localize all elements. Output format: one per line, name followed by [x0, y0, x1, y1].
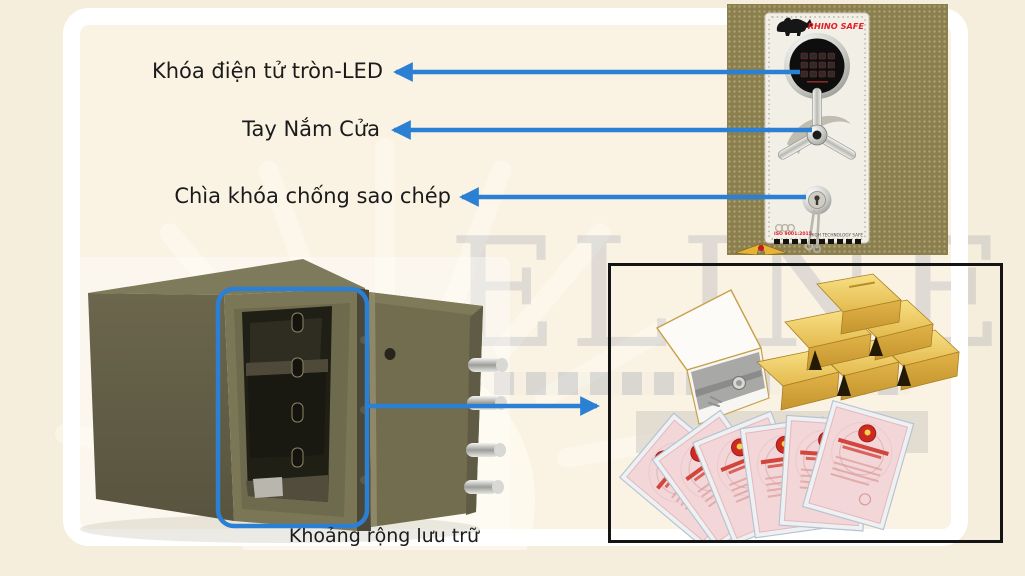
- safe-door: [369, 292, 508, 527]
- handle-icon: [777, 87, 857, 160]
- open-safe-photo: [74, 257, 510, 543]
- wings-emblem-icon: [734, 243, 788, 256]
- safe-body: [88, 259, 371, 531]
- brand-text: RHINO SAFE: [808, 21, 865, 31]
- keys: [807, 209, 821, 249]
- label-electronic-lock: Khóa điện tử tròn-LED: [151, 59, 383, 83]
- gold-bars-icon: [756, 273, 960, 411]
- label-door-handle: Tay Nắm Cửa: [242, 117, 380, 141]
- keypad-icon: [784, 33, 850, 99]
- rhino-icon: [776, 17, 813, 36]
- chain-links: [774, 223, 796, 233]
- caption-storage-space: Khoảng rộng lưu trữ: [288, 525, 480, 547]
- iso-text: ISO 9001:2015: [774, 231, 812, 237]
- lock-panel-photo: RHINO SAFE: [727, 4, 948, 256]
- tagline-text: HIGH TECHNOLOGY SAFE: [810, 233, 863, 238]
- key-lock-icon: [802, 185, 832, 254]
- door-hole: [384, 348, 396, 360]
- label-anti-copy-key: Chìa khóa chống sao chép: [174, 184, 451, 208]
- door-bolts: [464, 358, 508, 494]
- valuables-box: [608, 263, 1003, 543]
- small-keys-icon: [708, 396, 722, 407]
- book-safe-box: [655, 289, 770, 425]
